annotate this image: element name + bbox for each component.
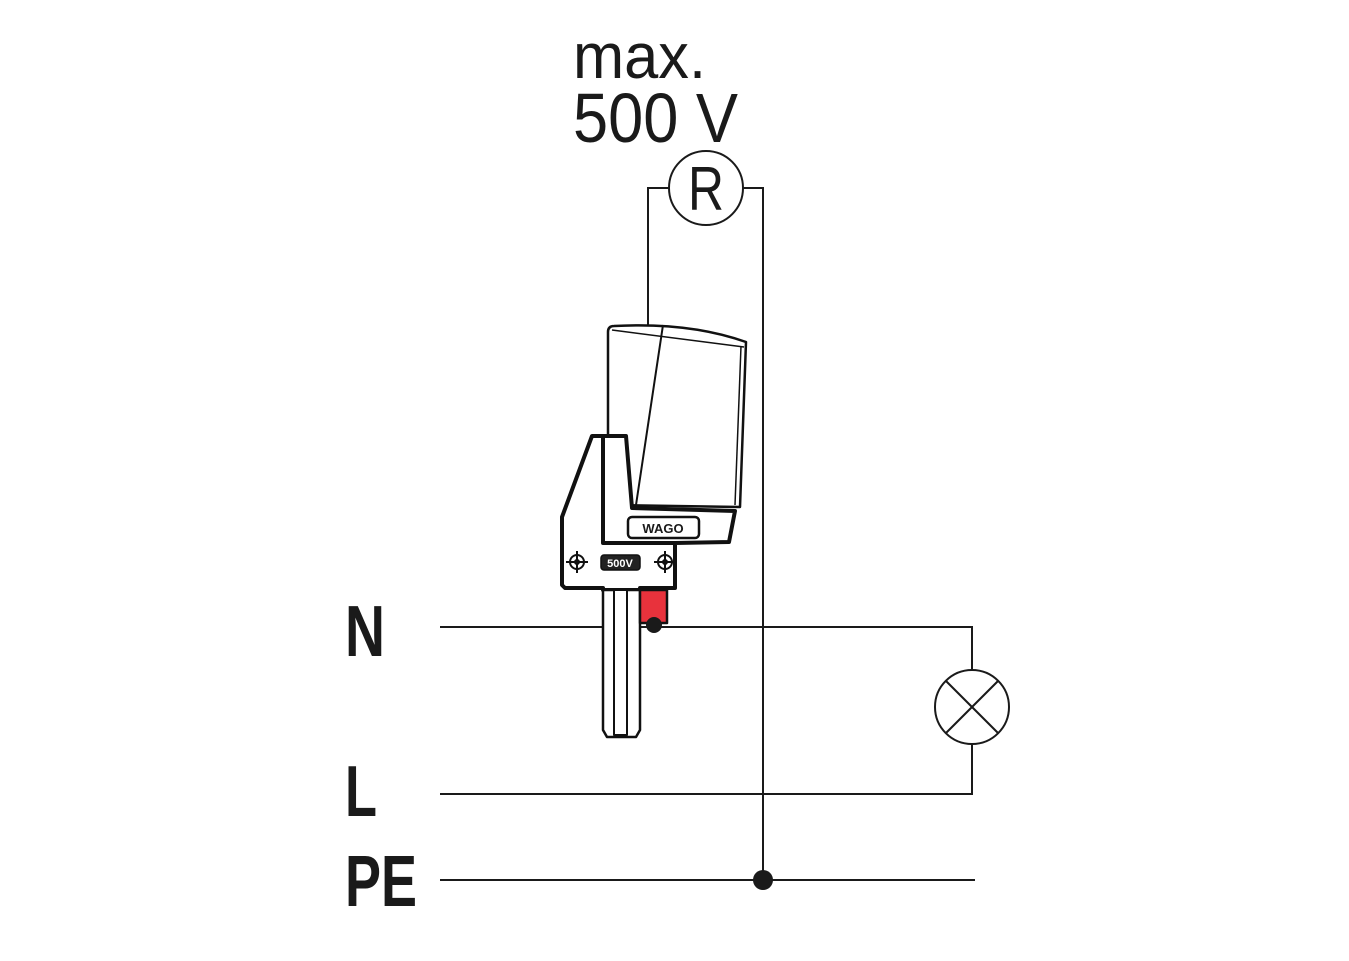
resistor-label: R [688,155,724,224]
wire-r-right [743,187,764,880]
conductor-l-line [440,744,973,795]
voltage-label-line1: max. [573,20,706,92]
pe-junction-dot [753,870,773,890]
test-adapter-device: WAGO 500V [560,324,748,739]
voltage-label-line2: 500 V [573,79,738,157]
screw-icon [654,551,676,573]
label-n: N [345,592,385,672]
n-contact-dot [646,617,662,633]
device-logo: WAGO [642,521,683,536]
wire-r-left [647,187,669,326]
label-pe: PE [345,842,417,922]
device-rating-label: 500V [607,558,633,570]
lamp-icon [934,669,1010,745]
resistor-symbol [668,150,744,226]
label-l: L [345,752,377,832]
device-clamp-body [560,434,737,592]
conductor-n-line [440,626,973,670]
screw-icon [566,551,588,573]
